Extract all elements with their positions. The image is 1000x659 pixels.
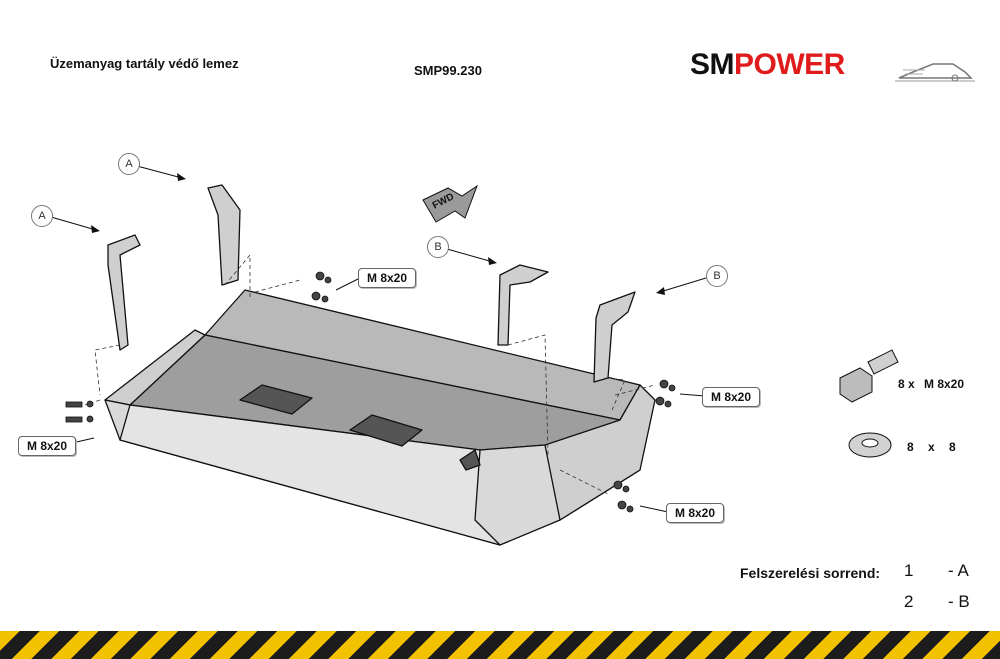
document-title: Üzemanyag tartály védő lemez — [50, 56, 239, 71]
washer-times: x — [928, 440, 935, 454]
plate-right-wall — [544, 384, 656, 521]
fwd-arrow-icon — [422, 184, 479, 223]
washer-spec: 8 — [949, 440, 956, 454]
label-a-bracket-left: A — [31, 205, 53, 227]
label-b-bracket-right: B — [706, 265, 728, 287]
bolt-callout-bottom: M 8x20 — [666, 503, 725, 523]
plate-front-face — [119, 404, 501, 546]
bolt-callout-left: M 8x20 — [18, 436, 77, 456]
label-b-bracket-left: B — [427, 236, 449, 258]
bolt-callout-right: M 8x20 — [702, 387, 761, 407]
install-step-1-number: 1 — [904, 561, 914, 580]
cutout-left — [239, 384, 313, 415]
bracket-a-right — [207, 184, 241, 286]
label-a-bracket-right: A — [118, 153, 140, 175]
install-order-label: Felszerelési sorrend: — [740, 565, 881, 581]
install-step-2-group: - B — [948, 592, 970, 611]
logo-part-power: POWER — [734, 48, 845, 81]
washer-quantity: 8 — [907, 440, 914, 454]
bolt-spec: M 8x20 — [924, 377, 965, 391]
logo-part-sm: SM — [690, 48, 735, 81]
bracket-b-left — [497, 264, 549, 346]
brand-logo: SMPOWER — [690, 48, 845, 82]
cutout-mid — [349, 414, 423, 447]
install-step-2-number: 2 — [904, 592, 914, 611]
logo-car-icon — [895, 63, 975, 82]
install-step-1-group: - A — [948, 561, 969, 580]
bracket-a-left — [107, 234, 141, 351]
bolt-icon — [839, 349, 899, 403]
cutout-right — [459, 449, 481, 471]
bolt-callout-top: M 8x20 — [358, 268, 417, 288]
washer-icon — [848, 432, 892, 458]
hazard-stripe — [0, 631, 1000, 659]
bolt-quantity: 8 x — [898, 377, 915, 391]
part-code: SMP99.230 — [414, 63, 482, 78]
bracket-b-right — [593, 291, 636, 383]
